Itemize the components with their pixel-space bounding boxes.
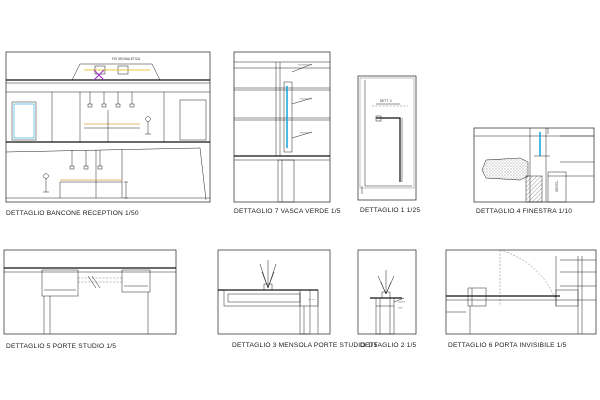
finestra-sill [481,157,529,181]
svg-text:══════: ══════ [297,63,312,67]
caption-vasca-verde: DETTAGLIO 7 VASCA VERDE 1/5 [234,208,341,215]
detail-porte-studio [3,249,177,335]
svg-text:═══: ═══ [397,300,406,304]
caption-detail-2: DETTAGLIO 2 1/5 [360,342,417,349]
detail-1-frame [357,75,417,201]
detail-vasca-verde: ══════ ═════ ═════ [233,51,331,203]
detail-finestra: VENTIL. [473,127,595,203]
reception-lower-elevation [5,147,210,201]
detail-porta-invisibile [445,249,597,335]
detail-2: ═══ ══ [357,249,417,335]
caption-detail-1: DETTAGLIO 1 1/25 [360,207,420,214]
finestra-tag: VENTIL. [555,180,559,192]
caption-porta-invisibile: DETTAGLIO 6 PORTA INVISIBILE 1/5 [448,342,567,349]
svg-text:— —: — — [308,297,316,301]
svg-text:═════: ═════ [299,97,312,101]
caption-porte-studio: DETTAGLIO 5 PORTE STUDIO 1/5 [6,343,116,350]
detail-mensola: — — [217,249,331,335]
caption-reception: DETTAGLIO BANCONE RECEPTION 1/50 [6,210,139,217]
svg-text:══: ══ [397,306,403,310]
detail-reception: FIX SEGNALETICA [5,51,211,203]
caption-finestra: DETTAGLIO 4 FINESTRA 1/10 [476,208,572,215]
reception-tag: FIX SEGNALETICA [112,57,141,61]
porta-invisibile-frame [445,249,597,335]
reception-ceiling: FIX SEGNALETICA [6,57,210,84]
mensola-frame [217,249,331,335]
detail-1: DETT. 3 [357,75,417,201]
detail-1-tag: DETT. 3 [380,99,392,103]
reception-upper-elevation [6,91,210,143]
svg-text:═════: ═════ [299,131,312,135]
caption-mensola: DETTAGLIO 3 MENSOLA PORTE STUDIO 1/5 [232,342,378,349]
